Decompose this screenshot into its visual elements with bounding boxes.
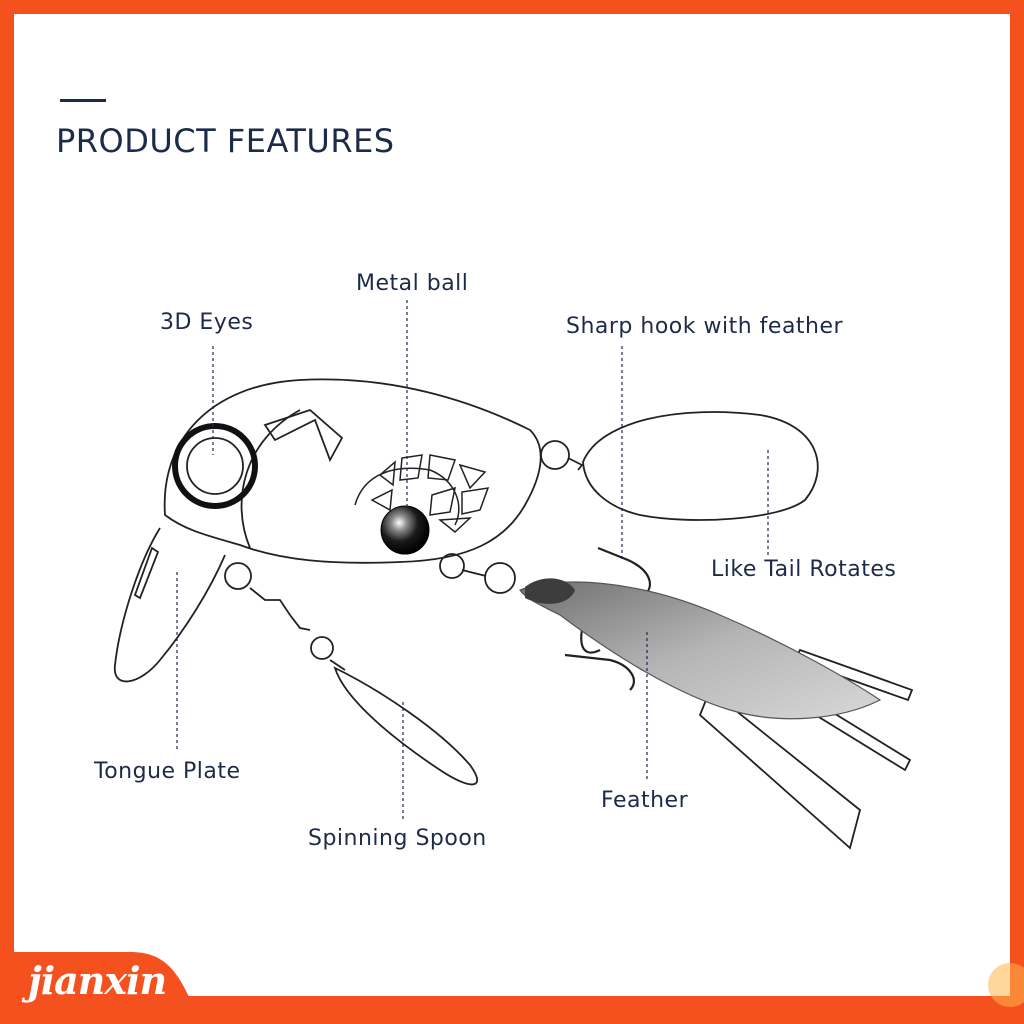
- swivel-ring: [311, 637, 333, 659]
- brand-logo: jianxin: [28, 958, 166, 1003]
- label-3d-eyes: 3D Eyes: [160, 310, 253, 335]
- label-spinning-spoon: Spinning Spoon: [308, 826, 487, 851]
- corner-glow: [988, 963, 1024, 1007]
- tail-spinner: [583, 412, 818, 520]
- swivel: [250, 588, 310, 630]
- hook-ring: [485, 563, 515, 593]
- label-sharp-hook: Sharp hook with feather: [566, 314, 843, 339]
- belly-ring: [440, 554, 464, 578]
- metal-ball: [381, 506, 429, 554]
- head-fin: [265, 410, 342, 460]
- label-tail: Like Tail Rotates: [711, 557, 896, 582]
- tail-ring: [541, 441, 569, 469]
- label-metal-ball: Metal ball: [356, 271, 468, 296]
- tail-clip: [568, 458, 582, 470]
- label-tongue-plate: Tongue Plate: [94, 759, 241, 784]
- feather-mass: [520, 582, 880, 719]
- spinning-spoon: [335, 668, 477, 784]
- tongue-plate: [115, 528, 225, 681]
- label-feather: Feather: [601, 788, 688, 813]
- spoon-ring: [225, 563, 251, 589]
- eye-inner: [187, 438, 243, 494]
